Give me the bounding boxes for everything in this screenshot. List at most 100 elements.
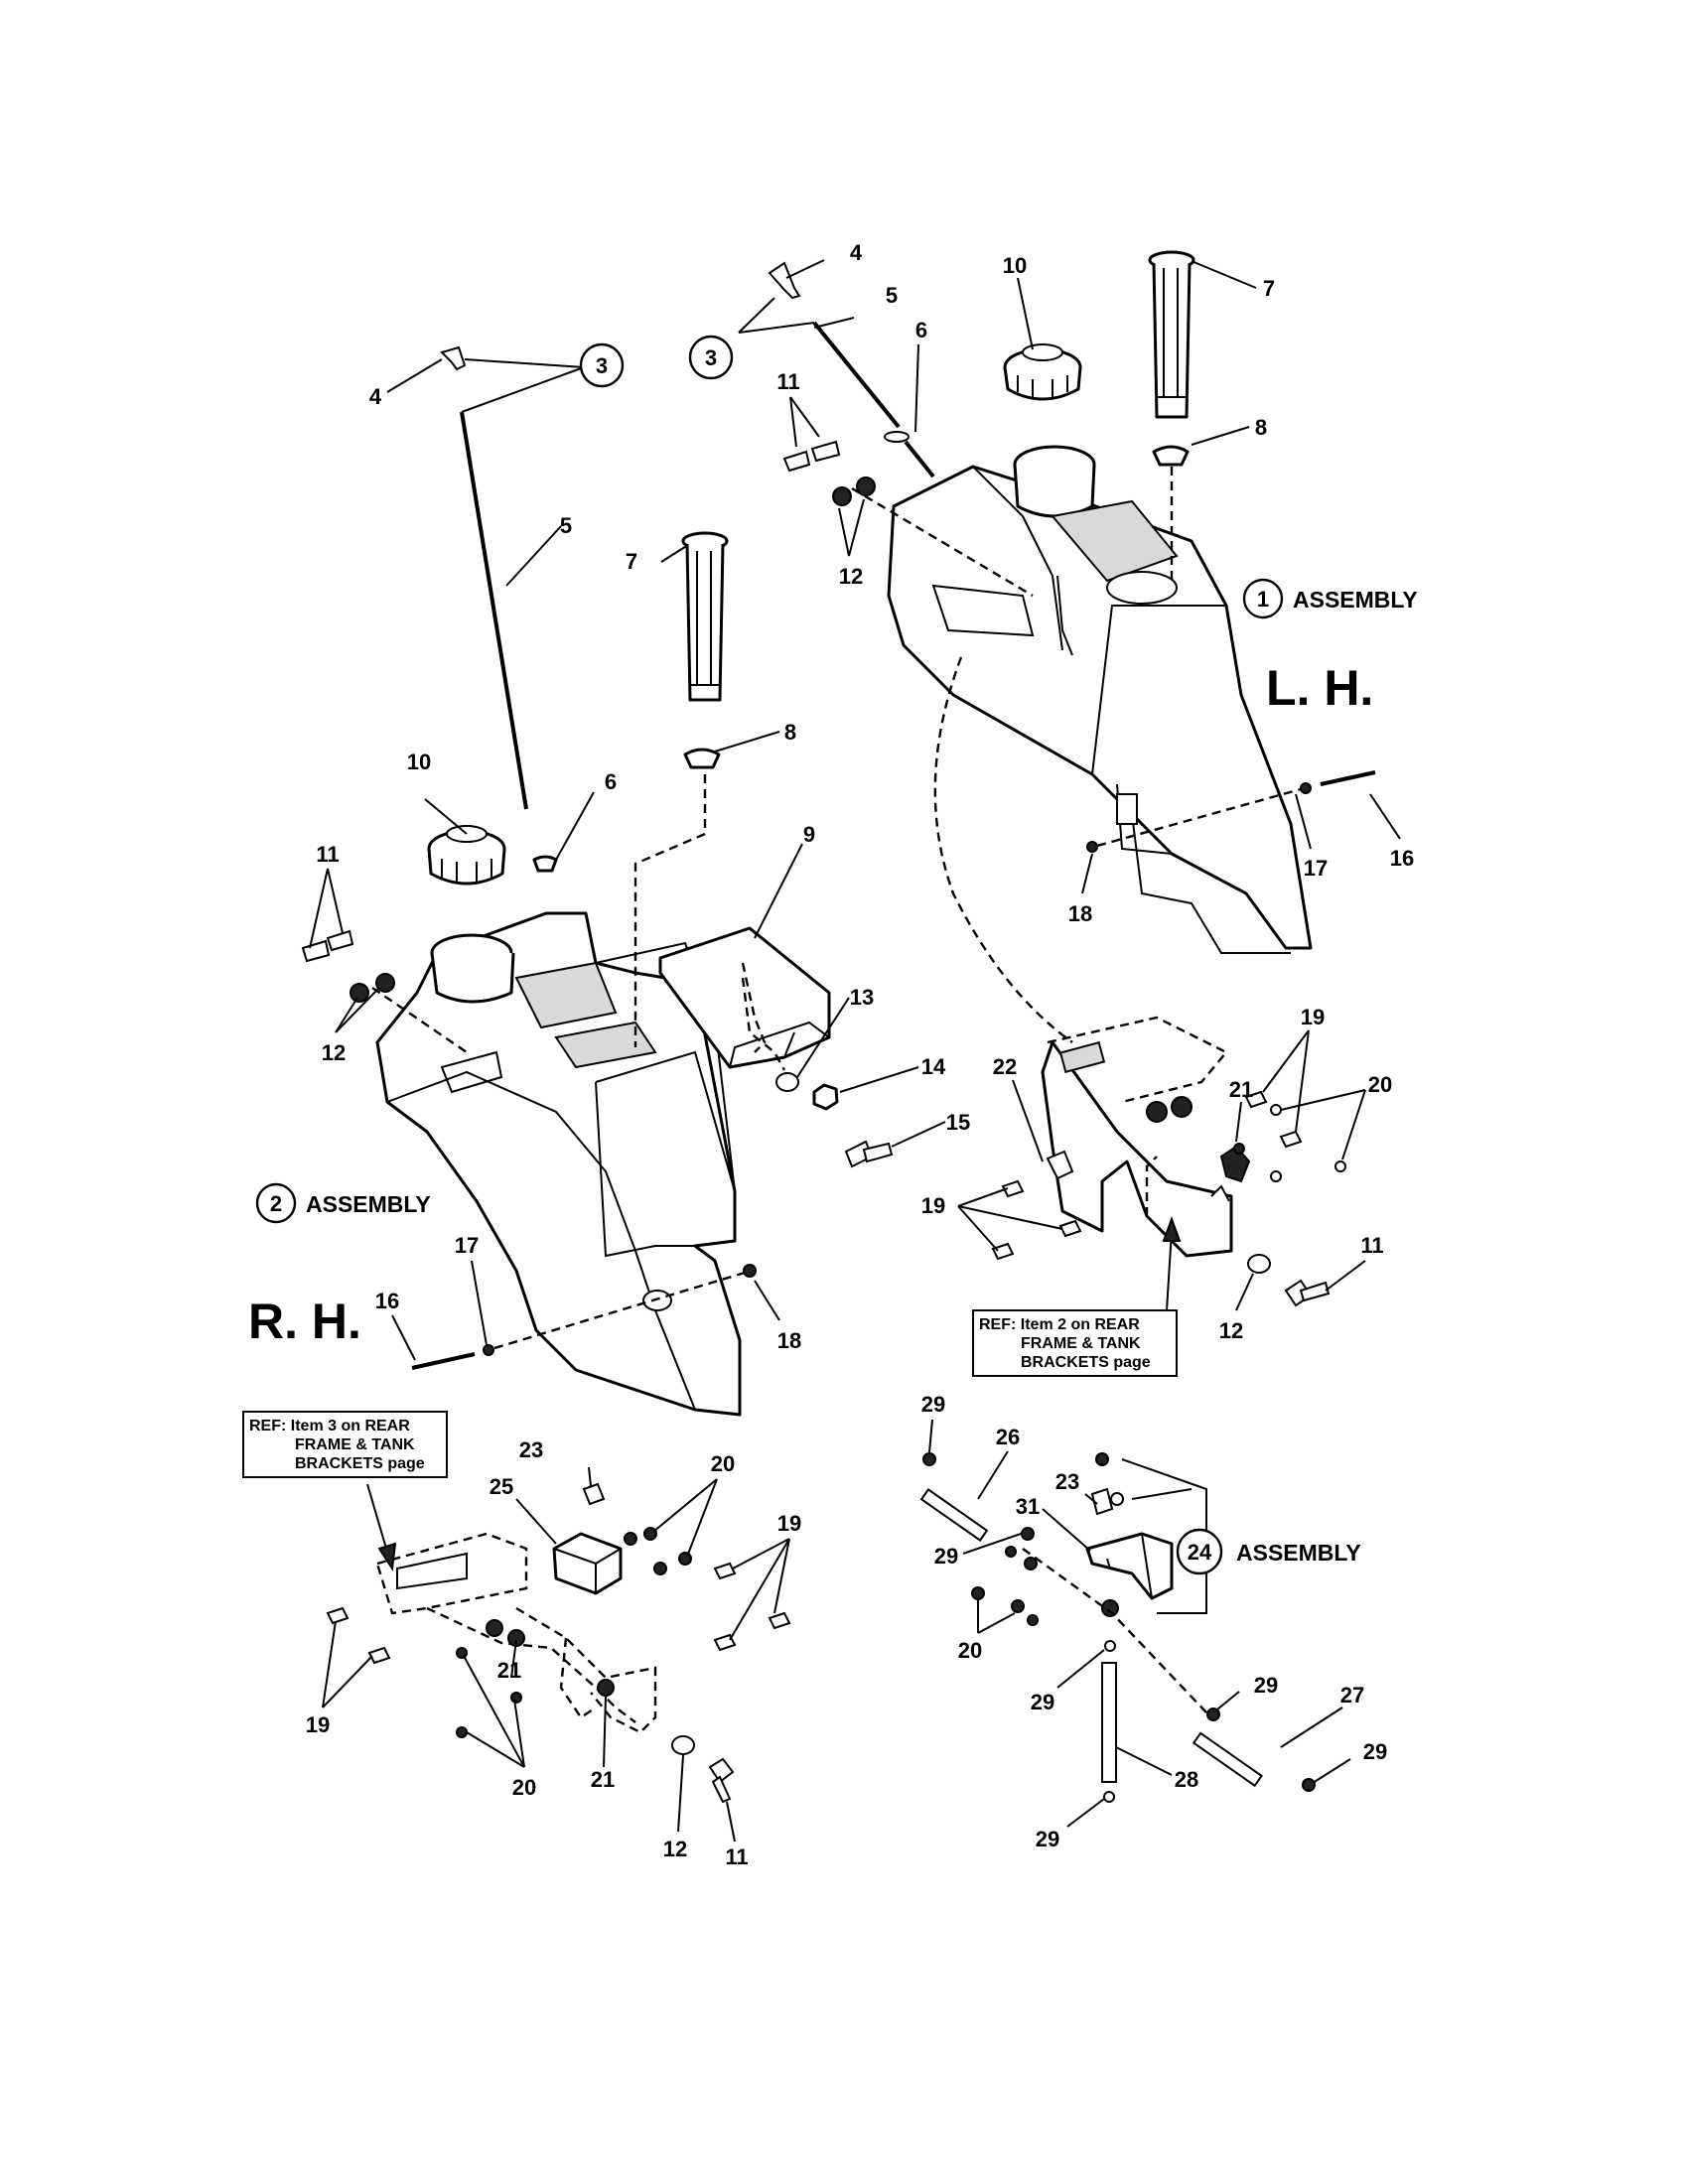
callout-lh-8: 8 [1255,415,1267,440]
callout-hw-27: 27 [1340,1683,1364,1707]
rh-gauge-dashline [633,774,707,1047]
svg-text:2: 2 [270,1191,282,1216]
right-hand-label: R. H. [248,1294,361,1349]
rh-grommet [683,748,721,769]
callout-hw-29d: 29 [1254,1673,1278,1698]
rh-screws [301,929,395,1003]
circle-rh-3: 3 [579,342,625,388]
rh-vent-tube [460,411,528,810]
ref-item2-line2: FRAME & TANK [1021,1335,1141,1352]
assembly-24-parts [919,1452,1316,1803]
callout-bl-21b: 21 [591,1767,615,1792]
assembly-24-label: 24 ASSEMBLY [1176,1528,1361,1575]
callout-hw-29c: 29 [1031,1690,1054,1714]
callout-br-20: 20 [1368,1072,1392,1097]
lh-rear-bolt [1086,770,1376,853]
callout-rh-12: 12 [322,1040,346,1065]
rh-rear-bolt [411,1264,757,1370]
leader-lines [309,259,1401,1843]
assembly-1-label: 1 ASSEMBLY [1242,578,1418,619]
callout-lh-4: 4 [850,240,863,265]
callout-rh-18: 18 [777,1328,801,1353]
callout-bl-12: 12 [663,1837,687,1861]
rh-fuel-tank [375,911,742,1417]
lh-filler-cap [1003,343,1082,401]
callout-bl-20b: 20 [512,1775,536,1800]
svg-text:24: 24 [1188,1540,1212,1565]
rh-tank-bracket [375,1532,657,1734]
callout-lh-6: 6 [915,318,927,342]
callout-hw-31: 31 [1016,1494,1040,1519]
left-hand-label: L. H. [1266,660,1373,716]
callout-rh-10: 10 [407,750,431,774]
ref3-arrowhead [377,1542,397,1571]
callout-br-21: 21 [1229,1077,1253,1102]
callout-rh-17: 17 [455,1233,479,1258]
bracket-hardware-left [326,1482,791,1804]
ref-item2-line3: BRACKETS page [1021,1354,1151,1371]
callout-br-19a: 19 [1301,1005,1325,1029]
rh-vent-valve [440,345,467,371]
ref-item3-line1: REF: Item 3 on REAR [249,1418,410,1434]
lh-bracket-arc [933,656,1073,1043]
lh-fuel-gauge [1148,250,1195,419]
svg-text:1: 1 [1257,587,1269,612]
bolt-15 [844,1140,894,1168]
callout-hw-29f: 29 [1036,1827,1059,1851]
callout-br-11: 11 [1360,1233,1383,1258]
callout-rh-5: 5 [560,513,572,538]
callout-bl-11: 11 [725,1844,748,1869]
callout-br-19b: 19 [921,1193,945,1218]
lh-grommet [1152,445,1190,467]
callout-hw-26: 26 [996,1425,1020,1449]
lh-tank-bracket [1041,1016,1233,1258]
callout-hw-23: 23 [1055,1469,1079,1494]
callout-lh-11: 11 [776,369,799,394]
svg-text:ASSEMBLY: ASSEMBLY [1293,587,1418,613]
callout-bl-19a: 19 [777,1511,801,1536]
svg-text:ASSEMBLY: ASSEMBLY [1236,1540,1361,1566]
rh-grommet-6 [532,855,558,873]
callout-numbers: 4 5 6 10 7 8 11 12 16 17 18 4 5 7 8 10 6… [306,240,1414,1869]
ref-item3-line3: BRACKETS page [295,1455,425,1472]
ref-box-item3: REF: Item 3 on REAR FRAME & TANK BRACKET… [242,1411,448,1478]
callout-lh-12: 12 [839,564,863,589]
lh-fuel-tank [887,445,1313,954]
rh-filler-cap [427,825,506,886]
callout-rh-16: 16 [375,1289,399,1313]
callout-bl-25: 25 [490,1474,513,1499]
callout-bl-20a: 20 [711,1451,735,1476]
nut-14 [812,1083,839,1111]
callout-bl-23: 23 [519,1437,543,1462]
bracket-hardware-right [991,1090,1346,1307]
callout-rh-8: 8 [784,720,796,745]
svg-text:3: 3 [596,353,608,378]
callout-lh-16: 16 [1390,846,1414,871]
ref2-arrowhead [1162,1216,1182,1242]
lh-screw-dashline [851,486,1034,598]
callout-rh-4: 4 [369,384,382,409]
callout-13: 13 [850,985,874,1010]
lh-screws [782,440,876,506]
ref-item3-line2: FRAME & TANK [295,1436,415,1453]
callout-rh-11: 11 [316,842,339,867]
ref2-arrow [1166,1230,1173,1311]
assembly-24-bracket-b [1131,1488,1193,1500]
callout-9: 9 [803,822,815,847]
callout-br-12: 12 [1219,1318,1243,1343]
callout-bl-19b: 19 [306,1712,330,1737]
callout-rh-6: 6 [605,769,617,794]
center-bracket [658,926,831,1071]
callout-lh-18: 18 [1068,901,1092,926]
rh-fuel-gauge [681,531,729,702]
callout-rh-7: 7 [626,549,637,574]
callout-lh-10: 10 [1003,253,1027,278]
rh-screw-dashline [371,987,468,1053]
callout-br-22: 22 [993,1054,1017,1079]
callout-hw-29e: 29 [1363,1739,1387,1764]
circle-lh-3: 3 [688,335,734,380]
callout-hw-29a: 29 [921,1392,945,1417]
callout-hw-29b: 29 [934,1544,958,1569]
lh-vent-valve [768,261,801,300]
